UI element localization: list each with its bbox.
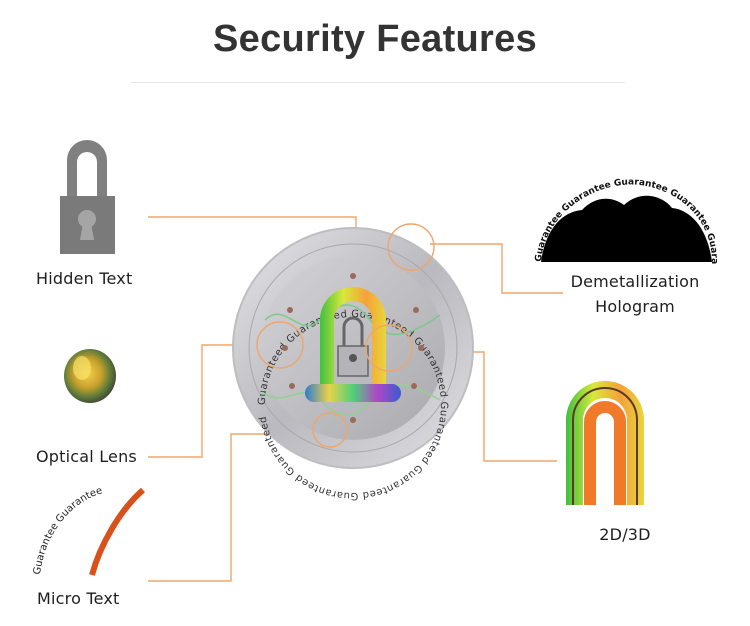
title-divider [131,82,625,83]
two-d-three-d-label: 2D/3D [599,525,651,544]
optical-lens-icon [64,349,116,403]
hologram-seal: Guaranteed Guaranteed Guaranteed Guarant… [232,223,474,501]
micro-text-leader [148,433,310,582]
micro-text-label: Micro Text [37,589,120,608]
arch-3d-icon [566,381,644,505]
hidden-text-label: Hidden Text [36,269,133,288]
optical-lens-label: Optical Lens [36,447,137,466]
padlock-icon [60,140,115,254]
page-title: Security Features [212,18,538,60]
micro-text-icon: Guarantee Guarantee [32,485,145,576]
optical-lens-leader [148,344,257,458]
demetallization-leader [430,243,563,294]
demetallization-label: Demetallization [570,272,700,291]
hologram-label: Hologram [595,297,675,316]
